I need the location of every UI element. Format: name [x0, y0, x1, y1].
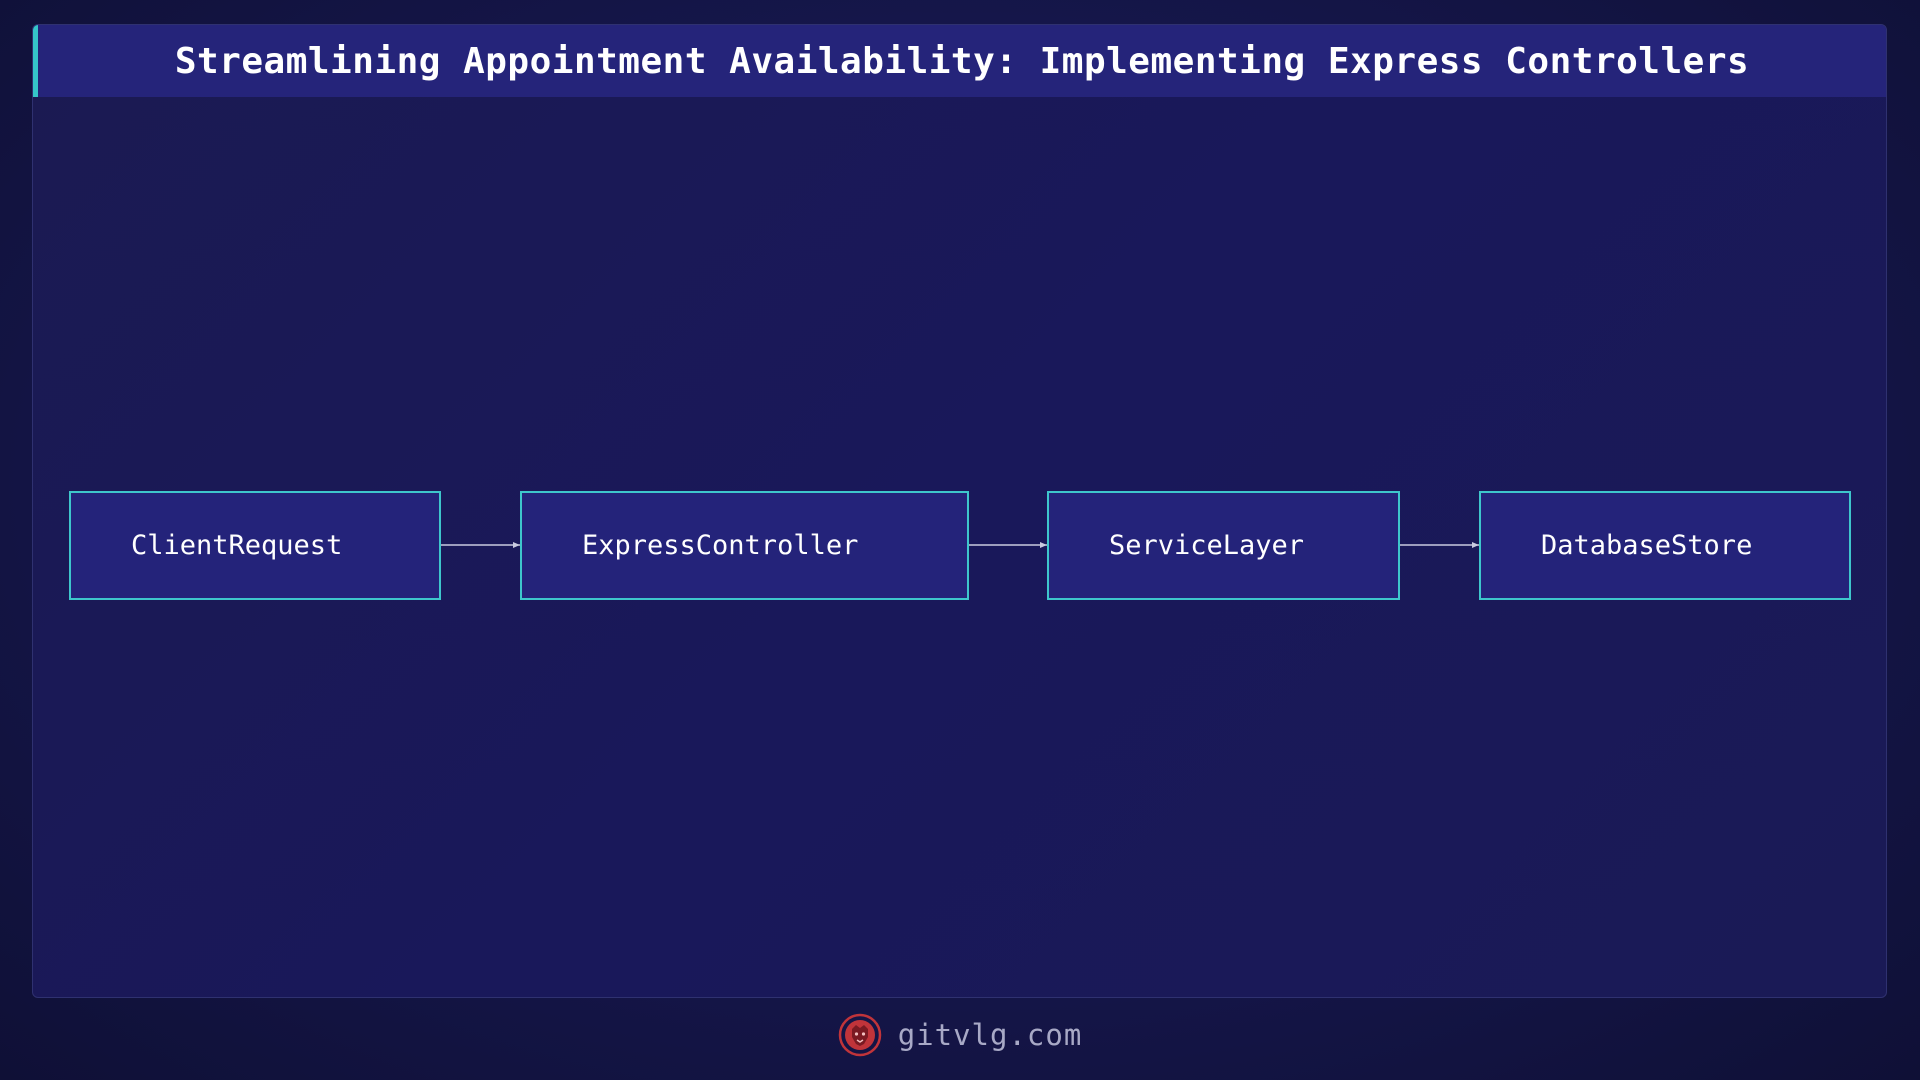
lion-logo-icon — [838, 1013, 881, 1057]
diagram-panel: Streamlining Appointment Availability: I… — [32, 24, 1887, 998]
footer-site-link[interactable]: gitvlg.com — [897, 1018, 1083, 1052]
diagram-title: Streamlining Appointment Availability: I… — [174, 40, 1750, 82]
title-bar: Streamlining Appointment Availability: I… — [33, 25, 1886, 97]
footer: gitvlg.com — [0, 1010, 1920, 1060]
